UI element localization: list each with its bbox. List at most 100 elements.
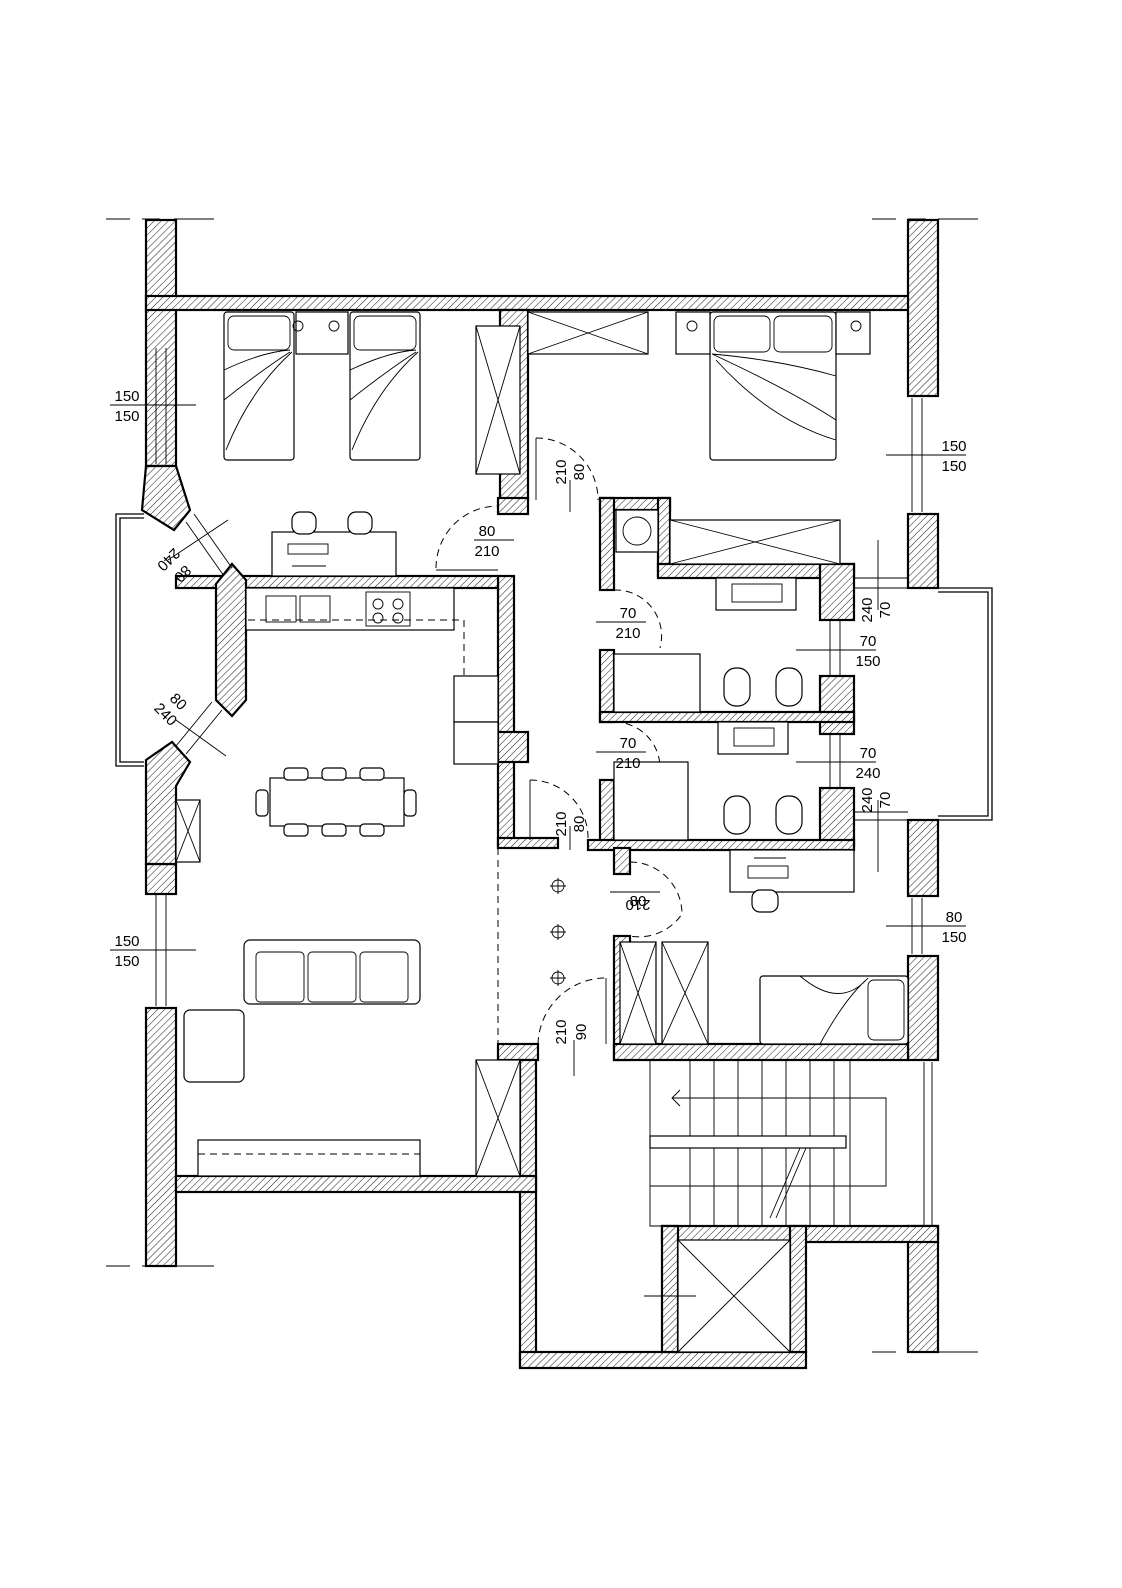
dim-top: 70 <box>860 633 877 650</box>
balconies <box>115 513 993 821</box>
armchair <box>183 1009 245 1083</box>
bidet-bath1 <box>775 667 803 707</box>
cooktop <box>365 591 411 627</box>
window-bath1 <box>829 620 841 676</box>
dim-bottom: 150 <box>855 653 880 670</box>
window-stair <box>923 1062 933 1226</box>
dim-top: 90 <box>573 1024 590 1041</box>
balcony-door-lower <box>854 811 908 821</box>
dim-bottom: 210 <box>553 811 570 836</box>
balcony-door-upper <box>854 577 908 589</box>
single-bed-left <box>223 311 295 461</box>
wall-stair-west <box>518 1058 538 1368</box>
dim-top: 80 <box>571 464 588 481</box>
wall-east-lower <box>906 954 940 1062</box>
wall-east-stair <box>906 1224 940 1354</box>
chair <box>751 889 779 913</box>
wall-hall-top <box>496 496 530 516</box>
desk-bedroom3 <box>729 849 855 893</box>
toilet-bath1 <box>723 667 751 707</box>
shower-bath2 <box>613 761 689 841</box>
wall-bay-pier <box>214 562 248 718</box>
washbasin-bath1 <box>715 577 797 611</box>
wall-bath2-south <box>586 838 856 852</box>
wall-bath-west-upper <box>598 496 616 592</box>
dim-top: 150 <box>114 933 139 950</box>
dim-bottom: 150 <box>941 929 966 946</box>
dim-top: 70 <box>860 745 877 762</box>
wall-bedroom3-nib <box>612 846 632 876</box>
bidet-bath2 <box>775 795 803 835</box>
bathtub-bath1 <box>613 653 701 713</box>
door-entrance-swing <box>537 977 607 1045</box>
sink <box>265 595 297 623</box>
washbasin-bath2 <box>717 721 789 755</box>
wall-bath-divider <box>598 710 856 724</box>
dim-top: 80 <box>946 909 963 926</box>
dim-bottom: 210 <box>615 625 640 642</box>
fridge <box>453 675 499 723</box>
dim-top: 150 <box>114 388 139 405</box>
door-bedroom1-swing <box>435 505 499 569</box>
dim-top: 70 <box>620 735 637 752</box>
dim-top: 150 <box>941 438 966 455</box>
wall-hall-west <box>496 574 516 848</box>
dim-bottom: 210 <box>474 543 499 560</box>
bathroom-fixtures <box>613 509 803 841</box>
washing-machine <box>615 509 659 553</box>
dim-top: 70 <box>877 792 894 809</box>
window-bath2 <box>829 734 841 788</box>
wall-bath2-west <box>598 778 616 848</box>
wall-lift-west <box>660 1224 680 1354</box>
wall-east-upper <box>906 218 940 398</box>
single-bed-right <box>349 311 421 461</box>
chair <box>347 511 373 535</box>
dim-top: 80 <box>571 816 588 833</box>
bedroom3-furniture <box>619 849 909 1045</box>
dim-top: 80 <box>630 893 647 910</box>
dim-bottom: 240 <box>859 787 876 812</box>
kitchen-counter <box>245 587 455 631</box>
window-west-upper <box>155 348 167 464</box>
dim-bottom: 210 <box>615 755 640 772</box>
door-bath2-swing <box>613 721 661 767</box>
toilet-bath2 <box>723 795 751 835</box>
door-bedroom3-swing <box>629 861 683 938</box>
oven-column <box>453 721 499 765</box>
nightstand <box>295 311 349 355</box>
dining-table <box>269 777 405 827</box>
dim-bottom: 210 <box>625 896 650 913</box>
dim-bottom: 240 <box>859 597 876 622</box>
dim-top: 70 <box>877 602 894 619</box>
wall-north <box>144 294 912 312</box>
living-dining <box>175 767 521 1177</box>
wall-bay-upper <box>140 464 192 532</box>
wall-west-lower <box>144 1006 178 1268</box>
nightstand <box>675 311 711 355</box>
lift <box>644 1239 791 1353</box>
dim-top: 70 <box>620 605 637 622</box>
wall-bay-lower <box>144 740 192 866</box>
doors <box>435 437 683 1045</box>
wall-hall-bottom-left <box>496 836 560 850</box>
staircase <box>649 1059 887 1227</box>
door-bath1-swing <box>613 589 663 649</box>
dim-bottom: 150 <box>941 458 966 475</box>
master-bedroom-furniture <box>527 311 871 565</box>
sofa <box>243 939 421 1005</box>
wall-bath2-east <box>818 786 856 848</box>
dim-bottom: 210 <box>553 1019 570 1044</box>
wall-bath-east-mid <box>818 674 856 736</box>
dim-top: 80 <box>479 523 496 540</box>
dim-bottom: 240 <box>855 765 880 782</box>
wall-lift-east <box>788 1224 808 1354</box>
wall-stair-south <box>518 1350 808 1370</box>
dim-bottom: 150 <box>114 953 139 970</box>
stair-handrail <box>649 1135 847 1149</box>
tv-cabinet <box>197 1139 421 1177</box>
kitchen <box>245 587 499 765</box>
dimension-leaders <box>110 404 966 1076</box>
wall-west-pier <box>144 862 178 896</box>
wall-hall-nib <box>496 730 530 764</box>
